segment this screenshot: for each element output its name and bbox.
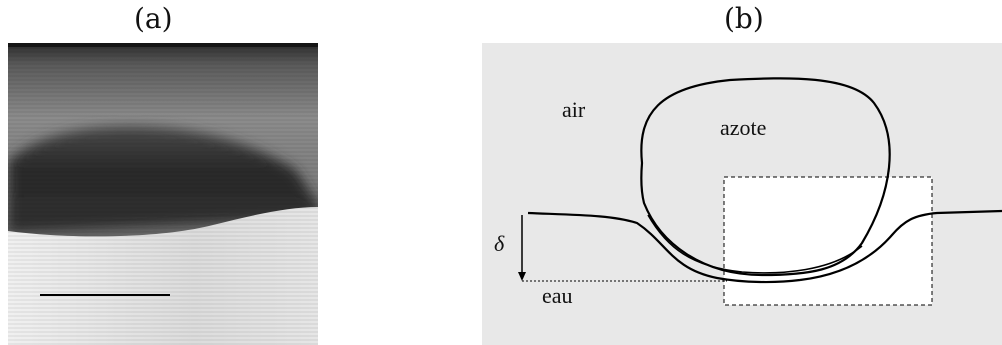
panel-b-label: (b) [724,2,764,35]
water-surface-left [527,211,801,284]
bubble-outline [640,77,891,277]
depth-symbol: δ [494,231,505,256]
zoom-region-box [723,176,933,306]
water-label: eau [542,283,573,308]
panel-a-label: (a) [134,2,173,35]
bubble-schematic: air azote eau δ [482,43,1002,345]
water-surface-right [799,209,1002,282]
bubble-photograph [8,43,318,345]
water-surface-inner [647,214,863,274]
depth-arrowhead [518,272,526,281]
air-label: air [562,97,586,122]
nitrogen-label: azote [720,115,766,140]
